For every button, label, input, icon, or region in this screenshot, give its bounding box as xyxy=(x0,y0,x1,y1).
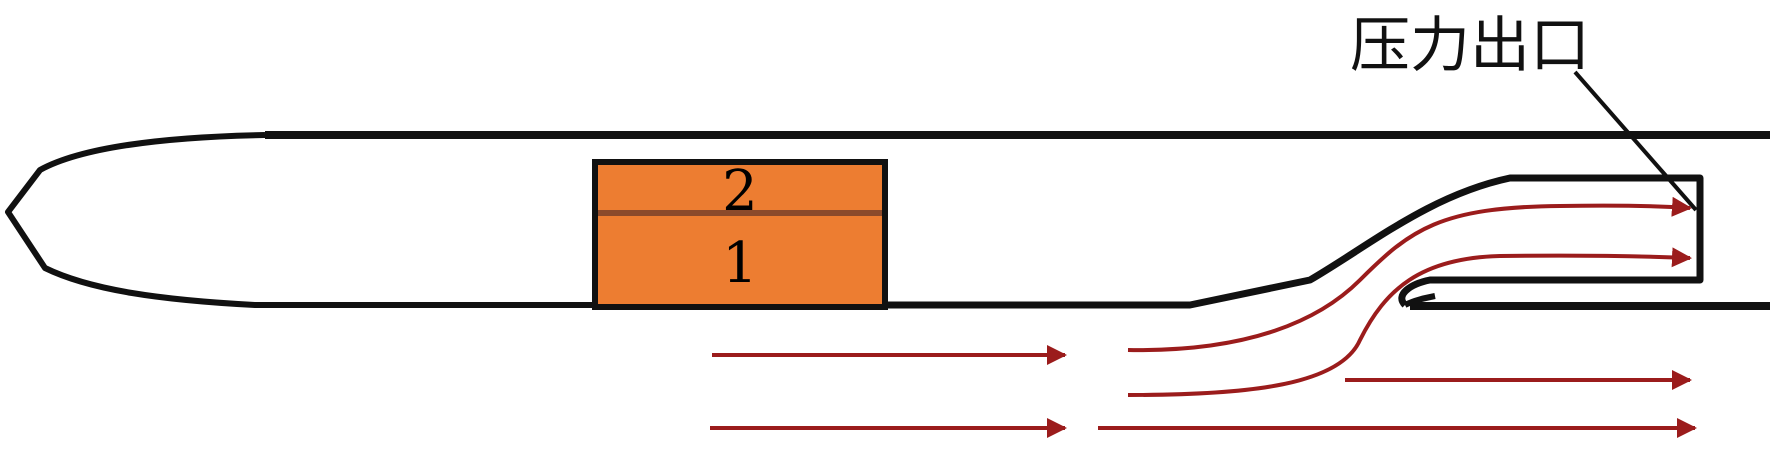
duct-lip xyxy=(1403,293,1436,308)
nose-outline xyxy=(5,132,595,308)
block-label-lower: 1 xyxy=(722,231,758,296)
flow-streamline-upper xyxy=(1127,196,1692,353)
outlet-leader-line xyxy=(1573,70,1698,212)
lower-wall-ramp xyxy=(885,174,1704,309)
block-label-upper: 2 xyxy=(722,159,758,224)
outlet-label: 压力出口 xyxy=(1350,11,1590,81)
flow-streamline-lower xyxy=(1127,247,1692,397)
block-component xyxy=(592,159,888,310)
